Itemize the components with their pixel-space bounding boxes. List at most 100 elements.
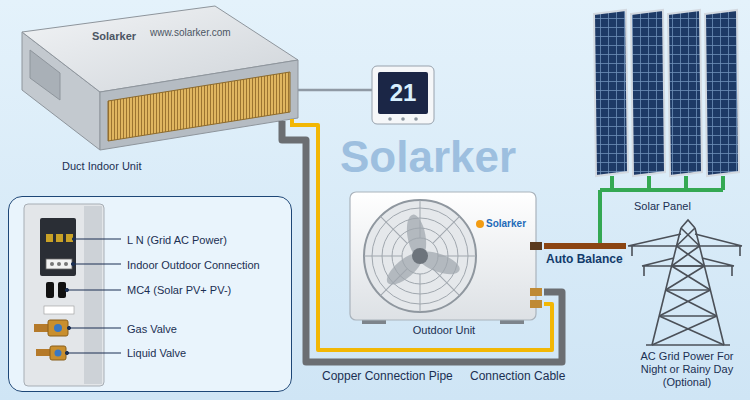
- text-slot: Duct Indoor Unit: [62, 160, 141, 173]
- outdoor-unit-side-view-part: [55, 350, 62, 357]
- callout-label: Indoor Outdoor Connection: [127, 259, 260, 272]
- duct-indoor-unit-illustration: [22, 6, 302, 150]
- text-slot: Solarker: [92, 30, 136, 43]
- text-slot: Connection Cable: [470, 369, 565, 383]
- unit-name: Outdoor Unit: [346, 324, 542, 337]
- text-slot: Solarker: [486, 218, 526, 230]
- outdoor-unit-illustration-part-part: [433, 216, 460, 243]
- unit-name: Duct Indoor Unit: [62, 160, 141, 173]
- outdoor-unit-illustration-part-part: [433, 269, 460, 296]
- outdoor-unit-side-view-part: [50, 262, 54, 266]
- outdoor-unit-illustration-part: [530, 288, 542, 296]
- outdoor-unit-side-view-part: [57, 262, 61, 266]
- thermostat-illustration-part: [378, 72, 428, 114]
- pipe-label: Copper Connection Pipe: [322, 369, 453, 383]
- thermostat-wire: [302, 89, 372, 92]
- transmission-tower: [628, 220, 742, 345]
- outdoor-unit-illustration: [350, 192, 542, 324]
- thermostat-node: 21: [372, 66, 434, 124]
- outdoor-unit-side-view-part: [64, 262, 68, 266]
- outdoor-unit-side-view-part: [84, 206, 102, 384]
- callout-leader-lines-part: [65, 288, 68, 291]
- transmission-tower-part: [681, 220, 695, 228]
- transmission-tower-part: [628, 234, 742, 246]
- text-slot: AC Grid Power For Night or Rainy Day (Op…: [626, 350, 748, 389]
- outdoor-unit-node: Outdoor Unit: [346, 188, 544, 340]
- website-address: www.solarker.com: [150, 27, 231, 39]
- solar-panel-illustration-part: [594, 10, 628, 176]
- unit-name: AC Grid Power For Night or Rainy Day (Op…: [626, 350, 748, 389]
- callout-leader-lines-part: [71, 262, 74, 265]
- inset-panel-ground: [8, 196, 292, 392]
- line-label: Auto Balance: [544, 252, 625, 266]
- outdoor-unit-side-view-part: [36, 349, 50, 356]
- outdoor-unit-illustration-part-part: [380, 269, 407, 296]
- outdoor-unit-side-view-part: [34, 324, 48, 332]
- brand-mark: Solarker: [92, 30, 136, 43]
- outdoor-unit-side-view-part: [50, 346, 66, 360]
- callout-label: Liquid Valve: [127, 347, 186, 360]
- outdoor-unit-illustration-part-part: [412, 248, 428, 264]
- outdoor-unit-side-view-part: [46, 282, 54, 298]
- thermostat-illustration-part: [388, 117, 392, 121]
- solar-panel-illustration-part: [600, 176, 723, 218]
- text-slot: Copper Connection Pipe: [322, 369, 453, 383]
- transmission-tower-part: [642, 258, 734, 266]
- callout-leader-lines-part: [67, 326, 70, 329]
- connection-cable: [302, 125, 552, 350]
- outdoor-unit-illustration-part: [476, 220, 484, 228]
- outdoor-unit-illustration-part-part: [438, 256, 476, 257]
- thermostat-illustration-part: [401, 117, 405, 121]
- duct-indoor-unit-illustration-part: [282, 121, 302, 140]
- transmission-tower-part: [646, 344, 730, 346]
- outdoor-unit-illustration-part-part: [380, 216, 407, 243]
- solar-panel-illustration: [594, 10, 739, 218]
- text-slot: Indoor Outdoor Connection: [127, 259, 260, 272]
- callout-label: Gas Valve: [127, 323, 177, 336]
- outdoor-unit-illustration-part-part: [402, 238, 438, 274]
- solar-panel-illustration-part: [705, 10, 739, 176]
- inset-panel-ground-part: [8, 196, 292, 392]
- outdoor-unit-side-view-part: [44, 306, 74, 314]
- outdoor-unit-side-view-part: [46, 234, 53, 242]
- duct-indoor-unit-illustration-part: [100, 60, 298, 150]
- outdoor-unit-illustration-part-part: [420, 200, 421, 238]
- text-slot: L N (Grid AC Power): [127, 234, 227, 247]
- text-slot: 21: [378, 72, 428, 114]
- grid-ac-line: [544, 243, 626, 249]
- outdoor-unit-illustration-part-part: [364, 256, 402, 257]
- outdoor-unit-side-view-part: [66, 234, 73, 242]
- grid-power-node: AC Grid Power For Night or Rainy Day (Op…: [626, 224, 750, 398]
- outdoor-unit-illustration-part-part: [420, 274, 421, 312]
- text-slot: Outdoor Unit: [346, 324, 542, 337]
- outdoor-unit-illustration-part: [530, 300, 542, 308]
- outdoor-unit-side-view-part: [40, 218, 76, 276]
- text-slot: Liquid Valve: [127, 347, 186, 360]
- callout-leader-lines-part: [72, 237, 75, 240]
- outdoor-unit-illustration-part-part: [364, 200, 476, 312]
- duct-indoor-unit-illustration-part: [30, 50, 60, 100]
- callout-leader-lines-part: [67, 239, 121, 353]
- outdoor-unit-side-view-part: [56, 234, 63, 242]
- brand-logo: Solarker: [486, 218, 526, 230]
- thermostat-illustration-part: [372, 66, 434, 124]
- callout-leader-lines-part: [65, 351, 68, 354]
- solar-panel-illustration-part: [668, 10, 702, 176]
- thermostat-illustration: [372, 66, 434, 124]
- callout-label: L N (Grid AC Power): [127, 234, 227, 247]
- duct-indoor-unit-illustration-part: [298, 89, 302, 92]
- text-slot: MC4 (Solar PV+ PV-): [127, 284, 231, 297]
- outdoor-unit-side-view-part: [24, 204, 104, 386]
- duct-indoor-unit-illustration-part: [292, 119, 302, 125]
- duct-indoor-unit-illustration-part: [108, 72, 290, 141]
- solar-dc-wire: [544, 218, 600, 246]
- watermark: Solarker: [340, 132, 516, 182]
- callout-leader-lines: [65, 237, 121, 354]
- transmission-tower-part: [632, 246, 740, 276]
- outdoor-unit-illustration-part: [350, 192, 536, 320]
- text-slot: Solar Panel: [634, 200, 691, 213]
- solar-panel-node: Solar Panel: [588, 4, 748, 218]
- outdoor-unit-illustration-part: [530, 242, 542, 250]
